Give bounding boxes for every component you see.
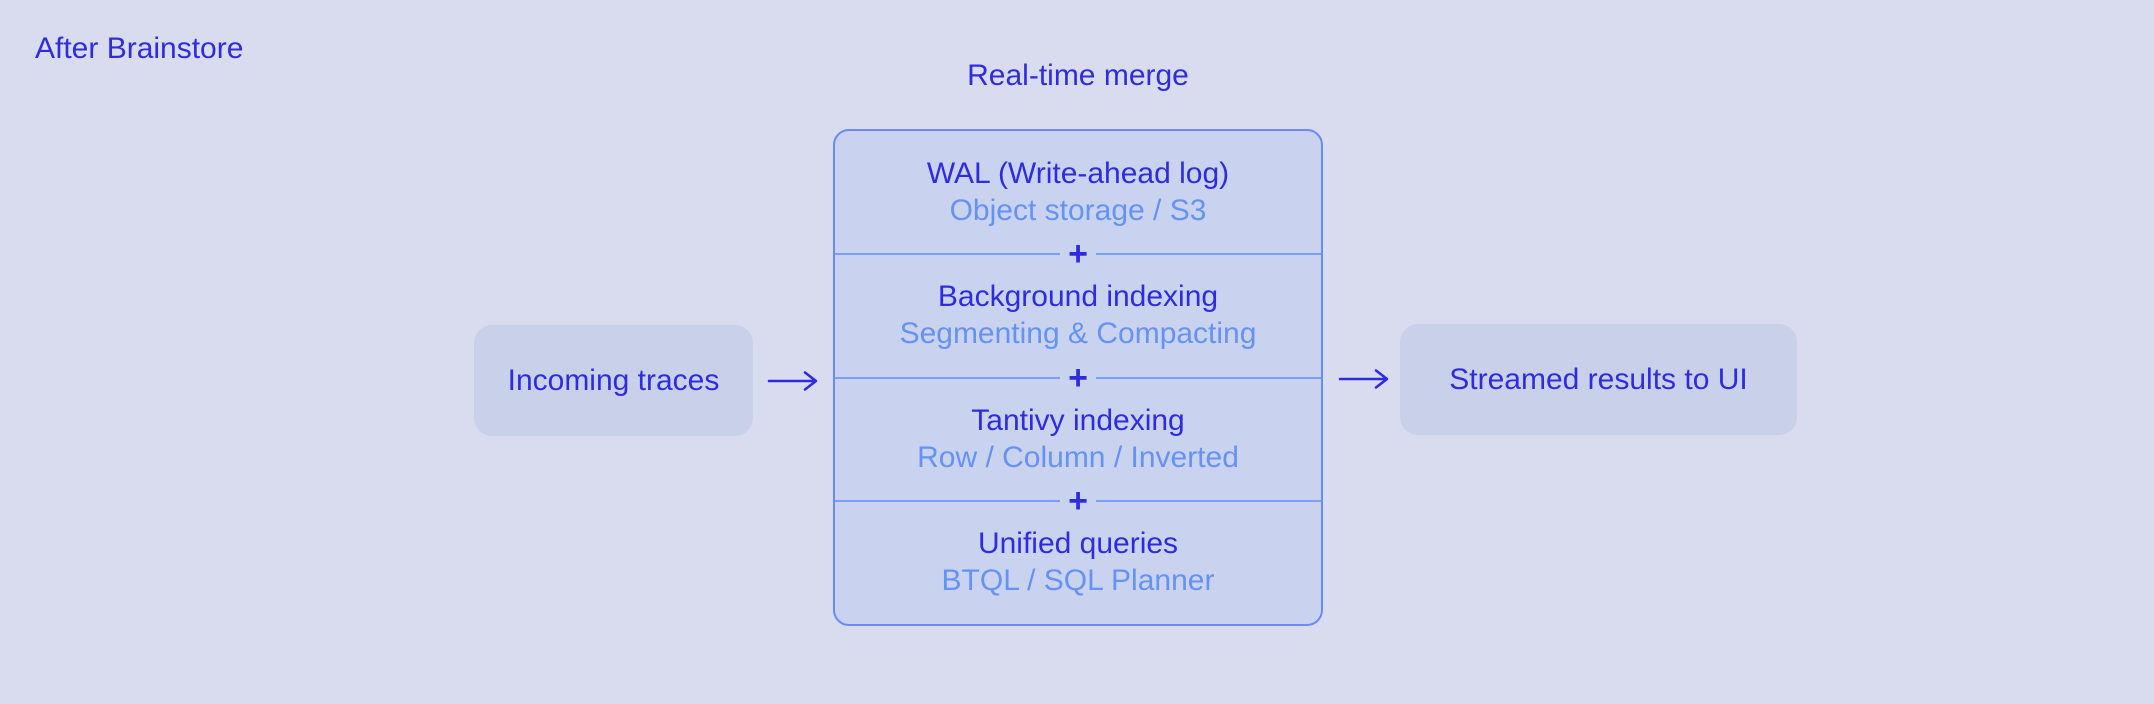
merge-section-tantivy-indexing: Tantivy indexing Row / Column / Inverted [835,378,1321,501]
real-time-merge-box: WAL (Write-ahead log) Object storage / S… [833,129,1323,626]
divider-line [1095,376,1322,379]
divider-line [835,499,1061,502]
section-title: WAL (Write-ahead log) [926,157,1230,191]
streamed-results-node: Streamed results to UI [1400,324,1797,435]
section-title: Tantivy indexing [971,403,1185,437]
page-title: After Brainstore [35,32,244,65]
divider-line [1095,253,1322,256]
section-title: Unified queries [977,526,1179,560]
divider-line [1095,499,1322,502]
section-subtitle: BTQL / SQL Planner [941,563,1215,597]
merge-section-unified-queries: Unified queries BTQL / SQL Planner [835,501,1321,624]
section-subtitle: Row / Column / Inverted [917,440,1239,474]
right-arrow-icon [766,368,822,394]
incoming-traces-label: Incoming traces [507,363,720,397]
section-subtitle: Segmenting & Compacting [899,317,1257,351]
section-title: Background indexing [937,280,1219,314]
merge-section-wal: WAL (Write-ahead log) Object storage / S… [835,131,1321,254]
merge-section-background-indexing: Background indexing Segmenting & Compact… [835,254,1321,377]
section-subtitle: Object storage / S3 [949,194,1207,228]
streamed-results-label: Streamed results to UI [1449,362,1748,396]
merge-box-title: Real-time merge [967,59,1189,92]
incoming-traces-node: Incoming traces [474,325,753,436]
divider-line [835,376,1061,379]
right-arrow-icon [1337,366,1393,392]
divider-line [835,253,1061,256]
